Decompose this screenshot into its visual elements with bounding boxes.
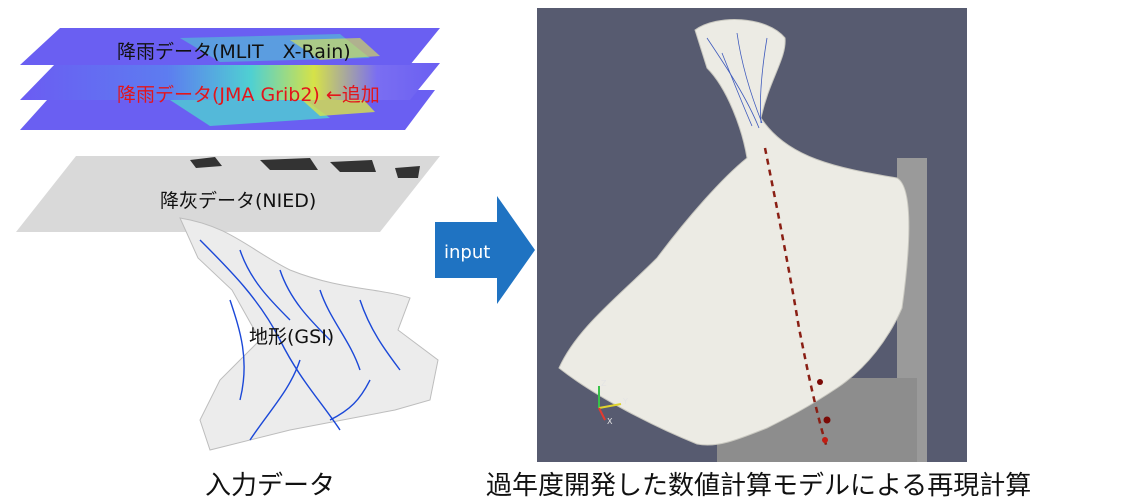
input-arrow-icon	[435, 196, 535, 304]
axis-z-label: Z	[601, 379, 607, 388]
rain-jma-label: 降雨データ(JMA Grib2) ←追加	[117, 84, 380, 106]
river-channel	[763, 147, 829, 449]
rain-mlit-label: 降雨データ(MLIT X-Rain)	[117, 41, 351, 63]
river-network	[199, 239, 401, 441]
axis-y-label: Y	[622, 397, 628, 406]
input-label: input	[444, 242, 491, 263]
terrain-label: 地形(GSI)	[249, 326, 335, 348]
rain-layer-jma	[20, 63, 440, 100]
terrain-shape	[179, 217, 439, 451]
axis-x-label: X	[607, 417, 613, 426]
caption-input-data: 入力データ	[205, 471, 336, 501]
ash-layer	[16, 156, 440, 232]
ash-label: 降灰データ(NIED)	[160, 190, 317, 212]
caption-reproduction: 過年度開発した数値計算モデルによる再現計算	[486, 471, 1032, 501]
simulation-render: Z Y X	[558, 19, 927, 462]
simulation-viewport: Z Y X – 2.0e+00– 1.8– 1.6– 1.4– 1.2– 1– …	[537, 8, 967, 462]
input-data-illustration	[16, 28, 440, 451]
